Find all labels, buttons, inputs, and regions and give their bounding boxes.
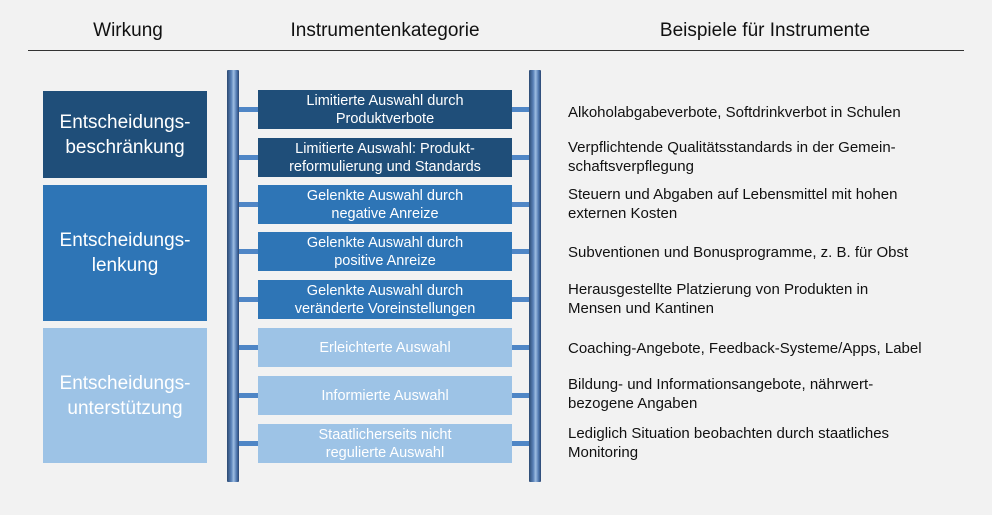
ladder-rung-right <box>512 297 529 302</box>
category-line2: regulierte Auswahl <box>325 444 445 461</box>
ladder-rung-left <box>239 297 258 302</box>
ladder-rung-left <box>239 202 258 207</box>
example-text: Coaching-Angebote, Feedback-Systeme/Apps… <box>568 339 978 358</box>
category-line1: Gelenkte Auswahl durch <box>306 282 464 299</box>
example-text: Bildung- und Informationsangebote, nährw… <box>568 375 978 413</box>
effect-unterstuetzung: Entscheidungs-unterstützung <box>43 328 207 463</box>
category-line1: Limitierte Auswahl durch <box>306 92 464 109</box>
ladder-rung-left <box>239 155 258 160</box>
effect-label-line2: lenkung <box>91 255 159 276</box>
example-text: Verpflichtende Qualitätsstandards in der… <box>568 138 978 176</box>
ladder-rung-right <box>512 441 529 446</box>
header-wirkung: Wirkung <box>93 20 163 41</box>
header-divider <box>28 50 964 51</box>
ladder-rail-left <box>227 70 239 482</box>
example-text: Steuern und Abgaben auf Lebensmittel mit… <box>568 185 978 223</box>
ladder-rung-left <box>239 345 258 350</box>
example-line1: Alkoholabgabeverbote, Softdrinkverbot in… <box>568 104 901 121</box>
category-box: Limitierte Auswahl: Produkt-reformulieru… <box>258 138 512 177</box>
effect-lenkung: Entscheidungs-lenkung <box>43 185 207 321</box>
category-line1: Erleichterte Auswahl <box>319 339 451 356</box>
category-line2: Produktverbote <box>335 110 435 127</box>
example-text: Alkoholabgabeverbote, Softdrinkverbot in… <box>568 103 978 122</box>
example-line2: schaftsverpflegung <box>568 158 694 175</box>
effect-label-line2: unterstützung <box>67 397 183 419</box>
example-line1: Lediglich Situation beobachten durch sta… <box>568 425 890 442</box>
category-line1: Limitierte Auswahl: Produkt- <box>295 140 475 157</box>
example-line2: externen Kosten <box>568 205 678 222</box>
category-line1: Gelenkte Auswahl durch <box>306 234 464 251</box>
example-text: Lediglich Situation beobachten durch sta… <box>568 424 978 462</box>
ladder-rail-right <box>529 70 541 482</box>
effect-label-line1: Entscheidungs- <box>59 372 191 394</box>
ladder-rung-right <box>512 393 529 398</box>
ladder-rung-right <box>512 202 529 207</box>
ladder-rung-left <box>239 249 258 254</box>
ladder-rung-left <box>239 107 258 112</box>
example-line1: Steuern und Abgaben auf Lebensmittel mit… <box>568 186 898 203</box>
effect-beschraenkung: Entscheidungs-beschränkung <box>43 91 207 178</box>
example-text: Herausgestellte Platzierung von Produkte… <box>568 280 978 318</box>
effect-label-line2: beschränkung <box>65 136 185 158</box>
category-line2: reformulierung und Standards <box>289 158 481 175</box>
example-line2: Mensen und Kantinen <box>568 300 714 317</box>
example-line1: Herausgestellte Platzierung von Produkte… <box>568 281 869 298</box>
category-line2: veränderte Voreinstellungen <box>294 300 476 317</box>
category-box: Informierte Auswahl <box>258 376 512 415</box>
category-box: Erleichterte Auswahl <box>258 328 512 367</box>
example-line2: bezogene Angaben <box>568 395 698 412</box>
ladder-rung-right <box>512 345 529 350</box>
example-line1: Subventionen und Bonusprogramme, z. B. f… <box>568 244 909 261</box>
category-line1: Informierte Auswahl <box>321 387 449 404</box>
ladder-rung-right <box>512 249 529 254</box>
ladder-rung-right <box>512 155 529 160</box>
category-line2: positive Anreize <box>334 252 436 269</box>
ladder-rung-right <box>512 107 529 112</box>
header-beispiele: Beispiele für Instrumente <box>659 20 871 41</box>
category-line1: Staatlicherseits nicht <box>318 426 452 443</box>
example-line1: Bildung- und Informationsangebote, nährw… <box>568 376 874 393</box>
example-line2: Monitoring <box>568 444 639 461</box>
example-line1: Coaching-Angebote, Feedback-Systeme/Apps… <box>568 340 922 357</box>
example-line1: Verpflichtende Qualitätsstandards in der… <box>568 139 896 156</box>
effect-label-line1: Entscheidungs- <box>59 111 191 133</box>
header-instrumentenkategorie: Instrumentenkategorie <box>290 20 480 41</box>
effect-label-line1: Entscheidungs- <box>59 230 191 251</box>
ladder-rung-left <box>239 393 258 398</box>
category-line1: Gelenkte Auswahl durch <box>306 187 464 204</box>
category-line2: negative Anreize <box>331 205 439 222</box>
ladder-rung-left <box>239 441 258 446</box>
example-text: Subventionen und Bonusprogramme, z. B. f… <box>568 243 978 262</box>
